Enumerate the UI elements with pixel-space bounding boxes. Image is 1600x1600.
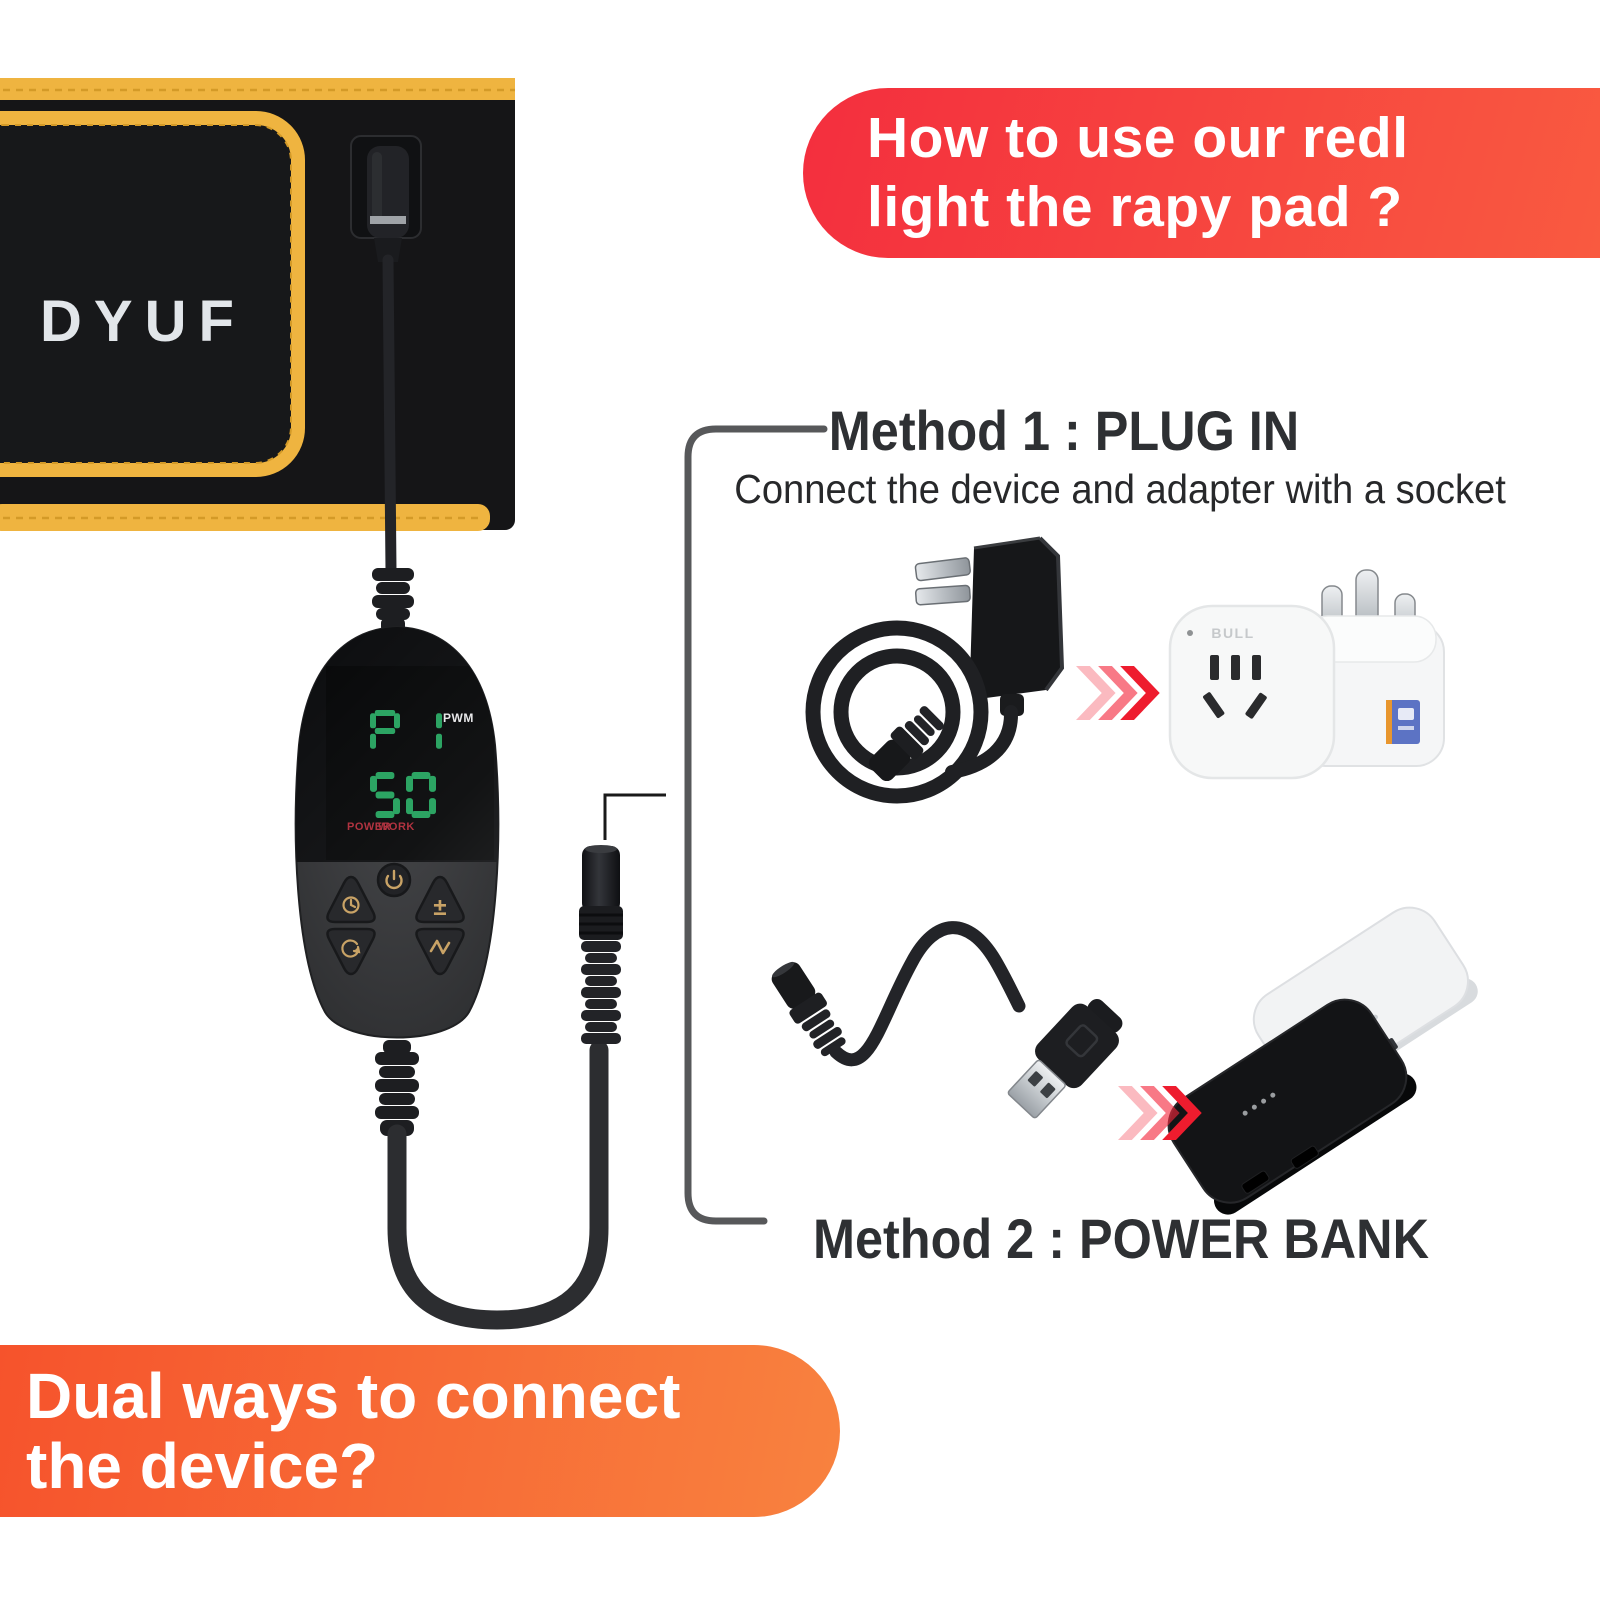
- method2-photo: [771, 906, 1478, 1215]
- controller-photo: PWM POWER WORK ±: [294, 568, 500, 1136]
- usb-metal-tip: [1007, 1059, 1066, 1119]
- belt-pocket-flap: DYUF: [0, 111, 305, 477]
- belt-top-trim: [0, 78, 515, 100]
- wave-icon: [429, 939, 451, 955]
- connector-callout-line: [603, 793, 666, 840]
- footer-banner: Dual ways to connect the device?: [0, 1345, 840, 1517]
- wall-socket: BULL: [1168, 604, 1336, 780]
- work-label: WORK: [378, 821, 415, 833]
- usb-cable: [829, 921, 1026, 1067]
- methods-bracket-line: [684, 425, 828, 1225]
- footer-line-1: Dual ways to connect: [26, 1360, 681, 1432]
- adapter-coiled-cable: [805, 620, 1019, 804]
- footer-line-2: the device?: [26, 1430, 379, 1502]
- dc-connector: [579, 845, 623, 1044]
- power-adapter: [914, 536, 1065, 716]
- method1-subheading: Connect the device and adapter with a so…: [734, 466, 1506, 512]
- adapter-body: [970, 538, 1062, 698]
- title-banner: How to use our redl light the rapy pad ?: [803, 88, 1600, 258]
- method1-photo: BULL: [805, 536, 1445, 804]
- usb-logo-emboss: [1065, 1024, 1099, 1058]
- power-bank-leds: [1242, 1092, 1276, 1116]
- cycle-icon: [341, 939, 361, 958]
- dc-connector-ribs: [581, 941, 621, 1044]
- pwm-label: PWM: [443, 711, 474, 725]
- adapter-prong: [914, 584, 971, 606]
- power-icon: [385, 869, 403, 890]
- usb-cable-dc-end: [771, 961, 846, 1057]
- black-power-bank: [1167, 998, 1417, 1215]
- therapy-belt-photo: DYUF: [0, 78, 515, 531]
- socket-indicator-dot: [1187, 630, 1193, 636]
- belt-plug-holder: [350, 135, 422, 262]
- controller-buttons: ±: [326, 862, 465, 976]
- method2-heading: Method 2 : POWER BANK: [813, 1207, 1429, 1270]
- usb-connector: [1007, 999, 1123, 1119]
- dc-connector-tip: [585, 845, 617, 853]
- adapter-label: [1386, 700, 1420, 744]
- controller-bottom-strain-relief: [375, 1040, 419, 1136]
- display-value-digits: [370, 772, 436, 818]
- clock-icon: [342, 896, 360, 914]
- plug-contact-band: [370, 216, 406, 224]
- power-bank-ports: [1241, 1145, 1319, 1194]
- belt-to-controller-cable: [382, 254, 397, 576]
- socket-slots: [1203, 655, 1267, 719]
- controller-output-cable: [387, 1040, 609, 1330]
- power-label: POWER: [347, 821, 391, 833]
- title-line-2: light the rapy pad ?: [867, 175, 1403, 239]
- brand-logo: DYUF: [40, 289, 246, 354]
- display-mode-digits: [370, 710, 442, 749]
- title-line-1: How to use our redl: [867, 106, 1409, 170]
- socket-brand-mark: BULL: [1211, 625, 1254, 641]
- adapter-dc-plug: [868, 706, 944, 782]
- plus-minus-icon: ±: [433, 894, 446, 921]
- chevron-arrows-icon: [1076, 666, 1160, 720]
- adapter-prong: [914, 557, 971, 582]
- method1-heading: Method 1 : PLUG IN: [828, 399, 1300, 462]
- belt-bottom-trim: [0, 504, 490, 531]
- controller-top-strain-relief: [372, 568, 414, 632]
